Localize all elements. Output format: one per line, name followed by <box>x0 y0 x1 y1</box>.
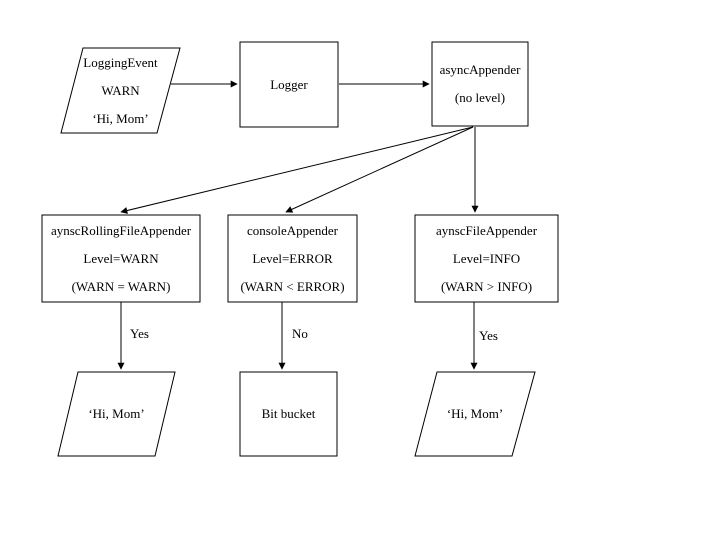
arrow-async-to-rollingfileappender <box>120 126 474 214</box>
async-appender-shape <box>431 41 529 127</box>
bit-bucket-shape <box>239 371 338 457</box>
output-warn-shape <box>57 371 176 457</box>
logging-event-shape <box>60 47 181 134</box>
rolling-file-appender-shape <box>41 214 201 303</box>
output-info-shape <box>414 371 536 457</box>
arrow-async-to-consoleappender <box>285 126 474 213</box>
logger-shape <box>239 41 339 128</box>
file-appender-shape <box>414 214 559 303</box>
edge-label-file-yes: Yes <box>479 328 498 343</box>
console-appender-shape <box>227 214 358 303</box>
edge-label-rolling-yes: Yes <box>130 326 149 341</box>
edge-label-console-no: No <box>292 326 308 341</box>
